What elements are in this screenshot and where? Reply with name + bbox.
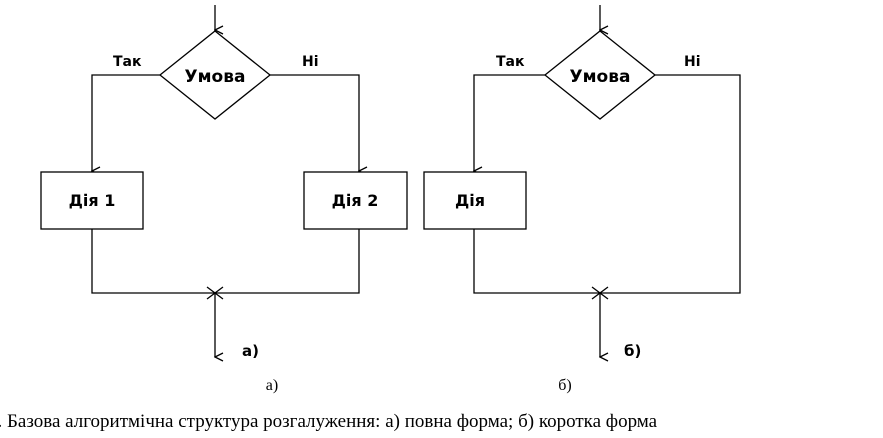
yes-label: Так: [496, 54, 525, 70]
action-box: [423, 171, 527, 230]
diagram-full-form: Умова Так Ні Дія 1 Дія 2 а) а): [40, 5, 408, 394]
yes-label: Так: [113, 54, 142, 70]
merge-line-left: [91, 229, 215, 294]
yes-branch-line: [92, 74, 160, 171]
action-2-box: [303, 171, 408, 230]
diagram-tag: а): [242, 342, 259, 360]
diagram-caption: а): [266, 377, 278, 394]
condition-diamond: [543, 30, 657, 120]
diagram-short-form: Умова Так Ні Дія б) б): [423, 5, 741, 394]
action-1-label: Дія 1: [69, 191, 116, 210]
figure-caption: 3. Базова алгоритмічна структура розгалу…: [0, 411, 658, 432]
diagram-tag: б): [624, 342, 641, 360]
no-label: Ні: [302, 54, 319, 70]
no-branch-line: [270, 74, 359, 171]
action-1-box: [40, 171, 144, 230]
merge-line-right: [215, 229, 360, 294]
yes-branch-line: [474, 74, 545, 171]
no-branch-line: [600, 74, 741, 294]
action-label: Дія: [455, 191, 485, 210]
diagram-caption: б): [558, 377, 571, 394]
condition-label: Умова: [185, 67, 246, 87]
action-2-label: Дія 2: [332, 191, 379, 210]
condition-label: Умова: [570, 67, 631, 87]
condition-diamond: [158, 30, 272, 120]
no-label: Ні: [684, 54, 701, 70]
merge-line-left: [473, 229, 600, 294]
